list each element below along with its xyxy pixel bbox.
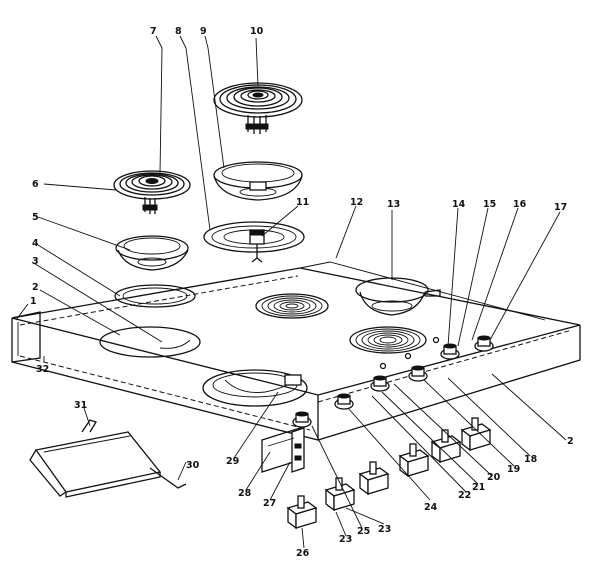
label-2: 2 [567, 436, 574, 447]
exploded-burner-top [203, 82, 305, 263]
label-23: 23 [378, 524, 391, 535]
label-6: 6 [32, 179, 39, 190]
label-16: 16 [513, 199, 527, 210]
knob-15 [440, 343, 460, 360]
label-12: 12 [350, 197, 363, 208]
part-labels: 1 2 2 3 4 5 6 7 8 9 10 11 12 13 14 15 16… [30, 26, 574, 559]
switch-23a [358, 461, 390, 496]
label-27: 27 [263, 498, 276, 509]
knob-25 [292, 411, 312, 428]
label-9: 9 [200, 26, 207, 37]
switch-26 [286, 495, 318, 530]
label-8: 8 [175, 26, 182, 37]
label-26: 26 [296, 548, 310, 559]
coil-element-right [349, 326, 427, 354]
switch-21 [398, 443, 430, 478]
switch-22a [430, 429, 462, 464]
label-17: 17 [554, 202, 567, 213]
label-25: 25 [357, 526, 370, 537]
label-21: 21 [472, 482, 485, 493]
label-31: 31 [74, 400, 87, 411]
label-15: 15 [483, 199, 496, 210]
label-14: 14 [452, 199, 466, 210]
label-19: 19 [507, 464, 520, 475]
knob-18 [408, 365, 428, 382]
drip-bowl-13 [355, 277, 441, 316]
label-18: 18 [524, 454, 538, 465]
control-panel-plate [29, 419, 187, 498]
switch-19 [460, 417, 492, 452]
label-20: 20 [487, 472, 501, 483]
knob-20 [370, 375, 390, 392]
label-24: 24 [424, 502, 438, 513]
cutout-holes [99, 284, 308, 407]
label-2: 2 [32, 282, 39, 293]
label-10: 10 [250, 26, 264, 37]
label-32: 32 [36, 364, 49, 375]
coil-element-10 [213, 82, 303, 134]
label-13: 13 [387, 199, 400, 210]
control-knobs [292, 335, 494, 428]
coil-element-center [255, 293, 329, 319]
knob-17 [474, 335, 494, 352]
label-30: 30 [186, 460, 200, 471]
coil-element-6 [113, 170, 191, 214]
switch-bracket-27 [261, 427, 305, 473]
label-3: 3 [32, 256, 39, 267]
switch-23b [324, 477, 356, 512]
cooktop-body [11, 261, 581, 441]
label-1: 1 [30, 296, 37, 307]
infinite-switches [286, 417, 492, 530]
knob-24 [334, 393, 354, 410]
label-28: 28 [238, 488, 252, 499]
drip-bowl-5 [115, 235, 189, 271]
leader-lines [15, 35, 567, 549]
label-29: 29 [226, 456, 239, 467]
surface-coil-elements [255, 277, 441, 354]
label-22: 22 [458, 490, 471, 501]
label-11: 11 [296, 197, 309, 208]
label-5: 5 [32, 212, 39, 223]
exploded-burner-left [113, 170, 191, 271]
label-4: 4 [32, 238, 39, 249]
drip-bowl-9 [213, 161, 303, 201]
label-23: 23 [339, 534, 352, 545]
label-7: 7 [150, 26, 157, 37]
terminal-block-11 [249, 229, 265, 263]
